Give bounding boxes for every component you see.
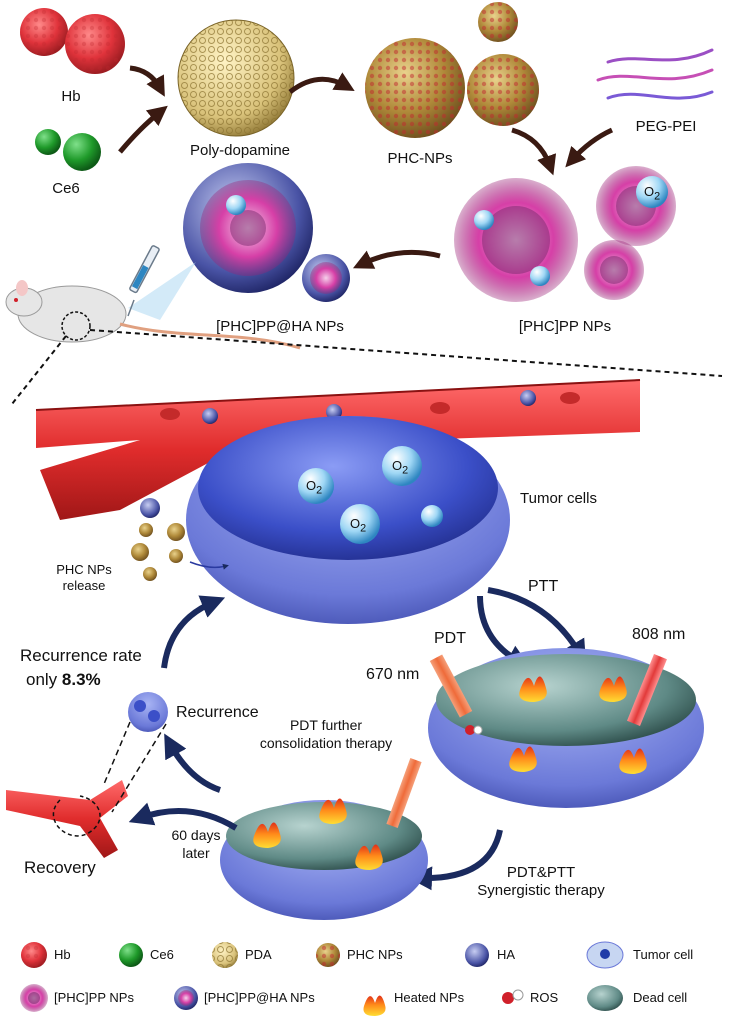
legend-label-phc-pp-ha-nps: [PHC]PP@HA NPs bbox=[204, 990, 315, 1005]
legend-label-phc-nps: PHC NPs bbox=[347, 947, 403, 962]
o2-label-4: O2 bbox=[350, 516, 366, 535]
o2-text: O bbox=[644, 184, 655, 199]
arrow-to-ptt bbox=[487, 587, 587, 665]
legend-label-pda: PDA bbox=[245, 947, 272, 962]
peg-pei-strands bbox=[596, 48, 714, 100]
phc-nps-cluster bbox=[365, 2, 539, 138]
arrow-pp-to-ha bbox=[352, 249, 441, 269]
legend-label-dead-cell: Dead cell bbox=[633, 990, 688, 1005]
o2-bubbles bbox=[226, 176, 668, 544]
label-ptt: PTT bbox=[528, 578, 559, 595]
treated-tumor-synergy bbox=[428, 648, 704, 808]
legend-icons bbox=[20, 941, 624, 1016]
phc-release-line2: release bbox=[62, 578, 106, 593]
label-phc-pp-ha-nps: [PHC]PP@HA NPs bbox=[216, 318, 344, 335]
phc-release-particles bbox=[131, 523, 229, 581]
label-phc-nps: PHC-NPs bbox=[387, 150, 453, 167]
o2-label-1: O2 bbox=[644, 184, 660, 203]
laser-808 bbox=[627, 653, 667, 727]
phc-release-line1: PHC NPs bbox=[56, 562, 112, 577]
arrow-ce6-to-pda bbox=[118, 105, 168, 154]
recovery-vessel bbox=[6, 780, 128, 858]
days-line2: later bbox=[182, 845, 210, 861]
legend-label-tumor-cell: Tumor cell bbox=[633, 947, 694, 962]
o2-label-3: O2 bbox=[392, 458, 408, 477]
label-60-days: 60 days later bbox=[156, 826, 236, 862]
arrow-phc-to-pp bbox=[511, 127, 557, 176]
label-pdt-further: PDT further consolidation therapy bbox=[236, 716, 416, 752]
label-phc-pp-nps: [PHC]PP NPs bbox=[518, 318, 612, 335]
laser-670 bbox=[429, 654, 473, 718]
recurrence-rate-prefix: only bbox=[26, 670, 62, 689]
arrow-to-pdt bbox=[477, 595, 531, 668]
label-ce6: Ce6 bbox=[52, 180, 80, 197]
arrow-peg-to-pp bbox=[565, 127, 614, 168]
arrow-synergy-to-consolidation bbox=[408, 829, 503, 891]
phc-pp-ha-nps bbox=[128, 163, 350, 320]
legend-label-ros: ROS bbox=[530, 990, 559, 1005]
label-recovery: Recovery bbox=[24, 858, 96, 877]
o2-text: O bbox=[392, 458, 403, 473]
label-polydopamine: Poly-dopamine bbox=[189, 142, 291, 159]
blood-vessel bbox=[35, 379, 641, 520]
pdt-further-line2: consolidation therapy bbox=[259, 735, 393, 751]
arrow-recurrence-to-tumor bbox=[161, 595, 226, 669]
o2-label-2: O2 bbox=[306, 478, 322, 497]
legend-label-ce6: Ce6 bbox=[150, 947, 174, 962]
o2-sub: 2 bbox=[654, 190, 661, 203]
polydopamine-sphere bbox=[177, 19, 295, 137]
arrow-consolidation-to-recovery bbox=[128, 802, 238, 831]
recurrence-rate-value: 8.3% bbox=[61, 670, 101, 689]
label-synergy: PDT&PTT Synergistic therapy bbox=[466, 864, 616, 900]
days-line1: 60 days bbox=[171, 827, 221, 843]
dash-recovery-b bbox=[111, 723, 167, 813]
label-670nm: 670 nm bbox=[366, 666, 420, 683]
synergy-line1: PDT&PTT bbox=[506, 864, 576, 881]
label-pdt: PDT bbox=[434, 630, 466, 647]
legend-label-heated-nps: Heated NPs bbox=[394, 990, 465, 1005]
synergy-line2: Synergistic therapy bbox=[477, 882, 605, 899]
label-recurrence: Recurrence bbox=[176, 704, 259, 721]
o2-sub: 2 bbox=[316, 484, 323, 497]
dash-zoom-right bbox=[89, 329, 723, 377]
mouse bbox=[5, 280, 301, 350]
arrow-hb-to-pda bbox=[129, 65, 165, 97]
o2-sub: 2 bbox=[360, 522, 367, 535]
legend-label-hb: Hb bbox=[54, 947, 71, 962]
ce6-particles bbox=[35, 129, 101, 171]
o2-sub: 2 bbox=[402, 464, 409, 477]
label-hb: Hb bbox=[61, 88, 81, 105]
label-peg-pei: PEG-PEI bbox=[635, 118, 697, 135]
consolidation-tumor bbox=[220, 758, 428, 920]
arrow-consolidation-to-recurrence bbox=[164, 733, 222, 793]
legend-label-phc-pp-nps: [PHC]PP NPs bbox=[54, 990, 134, 1005]
syringe bbox=[127, 245, 160, 317]
label-recurrence-rate: Recurrence rate only 8.3% bbox=[20, 644, 142, 692]
pdt-further-line1: PDT further bbox=[289, 717, 363, 733]
legend-label-ha: HA bbox=[497, 947, 516, 962]
hb-particles bbox=[20, 8, 125, 74]
dash-zoom-left bbox=[11, 335, 67, 405]
label-tumor-cells: Tumor cells bbox=[520, 490, 597, 507]
label-808nm: 808 nm bbox=[632, 626, 686, 643]
arrow-pda-to-phc bbox=[288, 72, 355, 94]
recurrence-rate-line1: Recurrence rate bbox=[20, 646, 142, 665]
recurrence-cluster bbox=[128, 692, 168, 732]
label-phc-release: PHC NPs release bbox=[44, 562, 124, 594]
dash-recovery-a bbox=[103, 721, 131, 785]
o2-text: O bbox=[350, 516, 361, 531]
o2-text: O bbox=[306, 478, 317, 493]
